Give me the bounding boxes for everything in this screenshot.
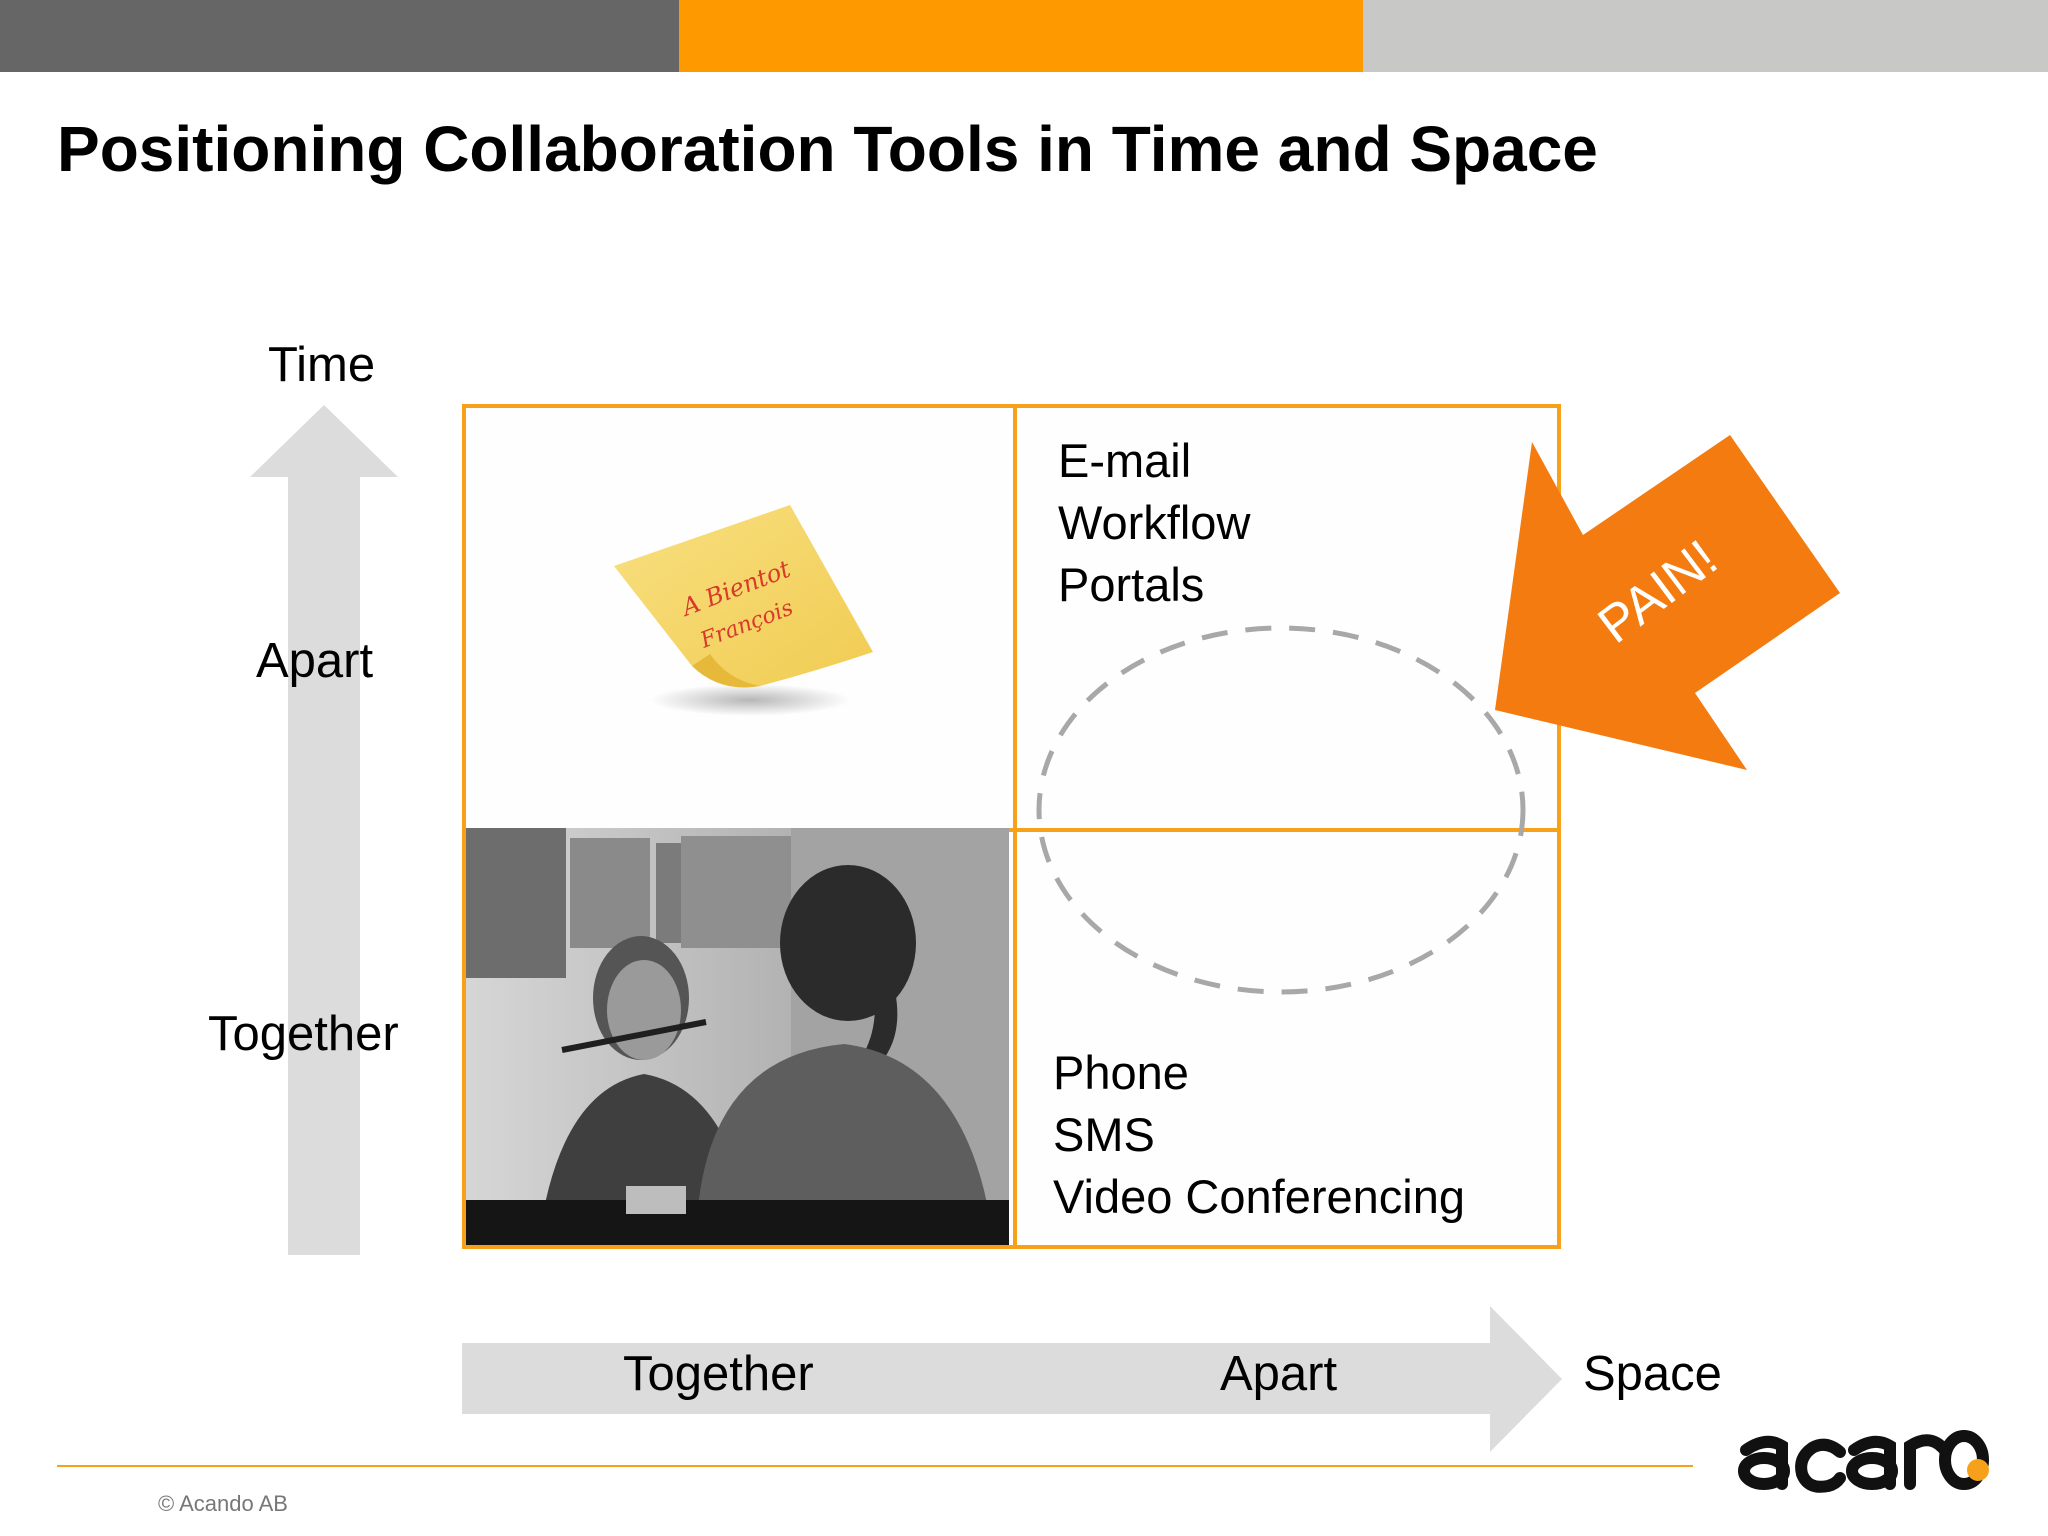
sticky-note-image: A Bientot François — [614, 505, 873, 716]
time-apart-label: Apart — [256, 634, 374, 688]
tool-sms: SMS — [1053, 1108, 1155, 1161]
time-axis-label: Time — [268, 338, 376, 392]
tool-portals: Portals — [1058, 558, 1205, 611]
together-apart-tools-list: Phone SMS Video Conferencing — [1053, 1042, 1465, 1228]
dashed-ellipse-highlight — [1036, 625, 1526, 995]
time-axis-arrow — [250, 405, 398, 1255]
acando-logo — [1738, 1430, 1989, 1493]
tool-video-conferencing: Video Conferencing — [1053, 1170, 1465, 1223]
time-together-label: Together — [208, 1007, 399, 1061]
space-apart-label: Apart — [1220, 1347, 1338, 1401]
slide-title: Positioning Collaboration Tools in Time … — [57, 113, 1598, 185]
footer-divider — [57, 1465, 1693, 1467]
pain-arrow — [1495, 435, 1840, 770]
header-bar-light-gray — [1363, 0, 2048, 72]
meeting-photo — [466, 828, 1009, 1245]
space-axis-arrow — [462, 1306, 1562, 1452]
space-together-label: Together — [623, 1347, 814, 1401]
quadrant-divider-vertical — [1013, 408, 1017, 1245]
header-bar-orange — [679, 0, 1363, 72]
header-bar-gray — [0, 0, 679, 72]
quadrant-divider-horizontal — [466, 828, 1557, 832]
tool-phone: Phone — [1053, 1046, 1189, 1099]
space-axis-label: Space — [1583, 1347, 1722, 1401]
tool-workflow: Workflow — [1058, 496, 1251, 549]
tool-email: E-mail — [1058, 434, 1192, 487]
apart-apart-tools-list: E-mail Workflow Portals — [1058, 430, 1250, 616]
copyright-text: © Acando AB — [158, 1491, 288, 1516]
